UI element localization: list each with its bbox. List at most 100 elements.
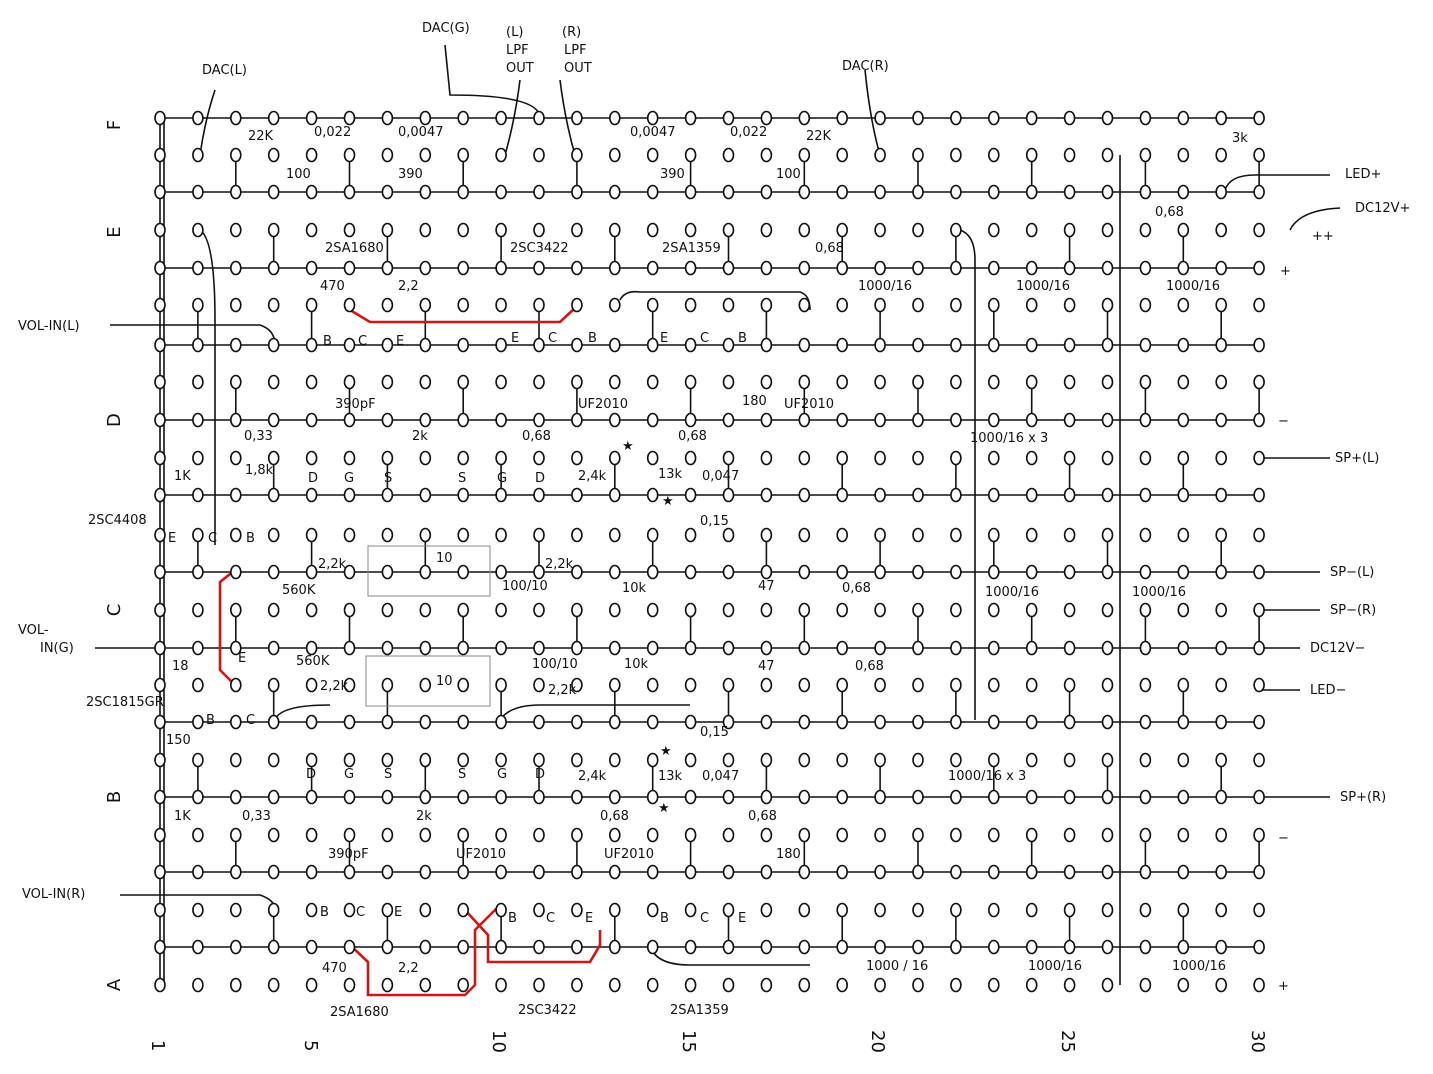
solder-pad — [267, 110, 280, 126]
solder-pad — [874, 222, 886, 238]
solder-pad — [912, 337, 924, 353]
solder-pad — [1025, 864, 1038, 880]
label-uf2010-2: UF2010 — [784, 397, 834, 412]
solder-pad — [1177, 374, 1190, 390]
solder-pad — [533, 110, 545, 126]
pin-d: D — [535, 767, 545, 782]
solder-pad — [1025, 487, 1038, 503]
solder-pad — [1063, 147, 1076, 163]
solder-pad — [305, 222, 318, 238]
solder-pad — [912, 864, 924, 880]
solder-pad — [267, 640, 280, 656]
solder-pad — [1215, 902, 1227, 918]
label-r13k-bot: 13k — [658, 769, 683, 784]
solder-pad — [230, 147, 242, 163]
solder-pad — [267, 864, 280, 880]
solder-pad — [987, 977, 1000, 993]
solder-pad — [987, 714, 1000, 730]
solder-pad — [1025, 412, 1038, 428]
label-2sc4408: 2SC4408 — [88, 513, 147, 528]
solder-pad — [267, 337, 280, 353]
solder-pad — [987, 789, 1000, 805]
label-lpf-l-3: OUT — [506, 61, 534, 76]
solder-pad — [1025, 297, 1038, 313]
solder-pad — [912, 939, 924, 955]
solder-pad — [608, 714, 621, 730]
solder-pad — [230, 450, 242, 466]
solder-pad — [1063, 602, 1076, 618]
solder-pad — [343, 487, 356, 503]
solder-pad — [912, 789, 924, 805]
solder-pad — [343, 337, 356, 353]
solder-pad — [154, 222, 166, 238]
solder-pad — [684, 110, 697, 126]
solder-pad — [987, 374, 1000, 390]
solder-pad — [912, 222, 924, 238]
solder-pad — [267, 527, 280, 543]
solder-pad — [381, 260, 394, 276]
col-number-5: 5 — [300, 1040, 321, 1051]
solder-pad — [192, 714, 204, 730]
solder-pad — [192, 260, 204, 276]
solder-pad — [419, 602, 432, 618]
solder-pad — [305, 752, 318, 768]
solder-pad — [343, 147, 356, 163]
label-r18k: 1,8k — [245, 463, 274, 478]
solder-pad — [1253, 260, 1265, 276]
solder-pad — [950, 297, 962, 313]
pin-e: E — [585, 911, 593, 926]
solder-pad — [381, 789, 394, 805]
row-labels: A B C D E F — [104, 120, 125, 991]
solder-pad — [722, 564, 735, 580]
solder-pad — [1177, 789, 1190, 805]
label-2sa1680-top: 2SA1680 — [325, 241, 384, 256]
solder-pad — [457, 110, 470, 126]
solder-pad — [608, 602, 621, 618]
solder-pad — [495, 752, 507, 768]
solder-pad — [343, 412, 356, 428]
solder-pad — [1177, 297, 1190, 313]
solder-pad — [154, 939, 166, 955]
solder-pad — [1215, 602, 1227, 618]
solder-pad — [836, 864, 849, 880]
solder-pad — [571, 714, 583, 730]
solder-pad — [836, 450, 849, 466]
solder-pad — [608, 337, 621, 353]
solder-pad — [798, 789, 811, 805]
solder-pad — [987, 450, 1000, 466]
top-labels: DAC(L) DAC(G) (L) LPF OUT (R) LPF OUT DA… — [202, 21, 889, 78]
solder-pad — [760, 977, 773, 993]
solder-pad — [722, 222, 735, 238]
label-dc12v-minus: DC12V− — [1310, 641, 1365, 656]
label-cap1000x3-bot: 1000/16 x 3 — [948, 769, 1026, 784]
solder-pad — [571, 147, 583, 163]
solder-pad — [912, 260, 924, 276]
solder-pad — [1101, 260, 1114, 276]
solder-pad — [457, 450, 470, 466]
solder-pad — [343, 222, 356, 238]
label-c015-bot: 0,15 — [700, 725, 729, 740]
solder-pad — [230, 939, 242, 955]
solder-pad — [1139, 752, 1152, 768]
label-r10k-top: 10k — [622, 581, 647, 596]
solder-pad — [381, 677, 394, 693]
solder-pad — [192, 902, 204, 918]
solder-pad — [950, 412, 962, 428]
solder-pad — [419, 337, 432, 353]
solder-pad — [836, 412, 849, 428]
solder-pad — [798, 902, 811, 918]
solder-pad — [1139, 789, 1152, 805]
pin-e: E — [394, 905, 402, 920]
solder-pad — [722, 864, 735, 880]
solder-pad — [1025, 640, 1038, 656]
solder-pad — [343, 939, 356, 955]
solder-pad — [608, 222, 621, 238]
solder-pad — [912, 752, 924, 768]
solder-pad — [950, 752, 962, 768]
solder-pad — [1177, 864, 1190, 880]
solder-pad — [495, 527, 507, 543]
label-r068-d2: 0,68 — [678, 429, 707, 444]
solder-pad — [722, 147, 735, 163]
solder-pad — [267, 260, 280, 276]
solder-pad — [154, 110, 166, 126]
